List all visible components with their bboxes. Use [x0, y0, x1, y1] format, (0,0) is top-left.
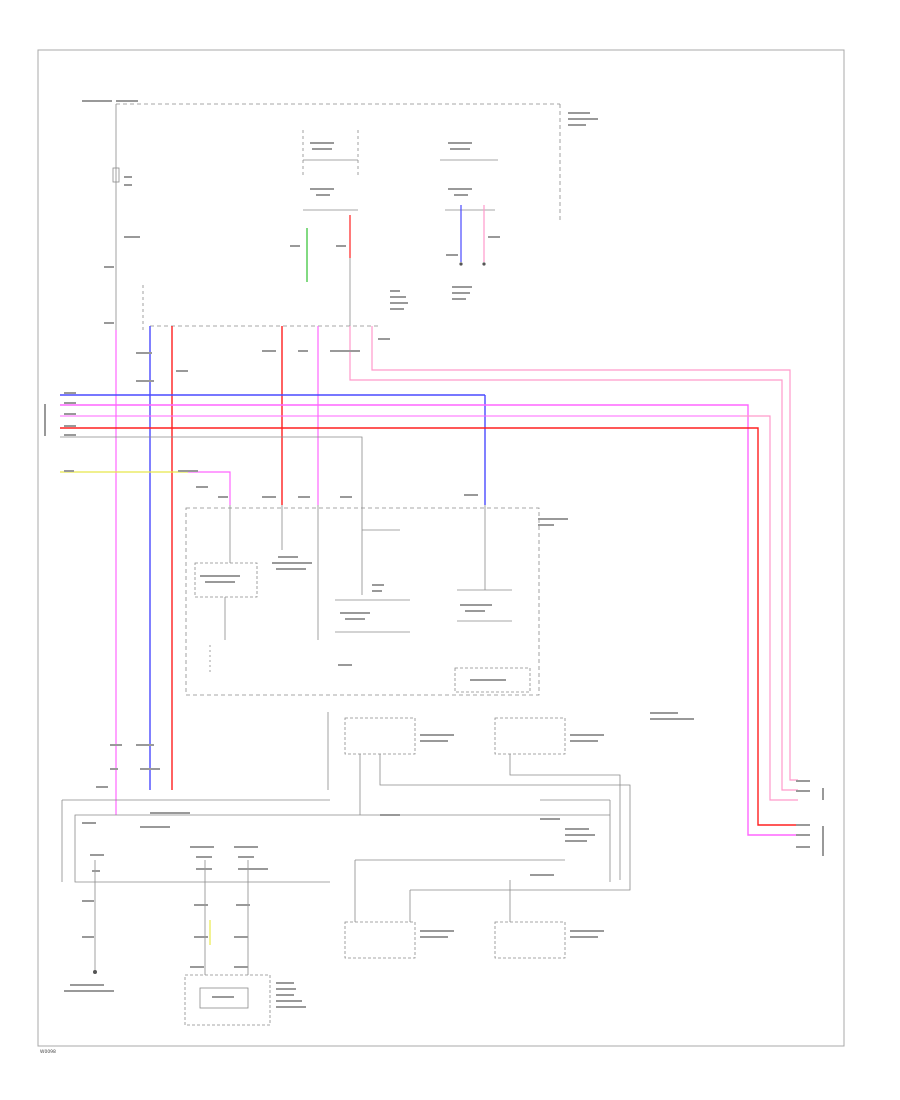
gray-bus [60, 436, 363, 505]
sensor-lower-right [494, 921, 566, 959]
label-marks [44, 100, 824, 1008]
light-pink-route-outer [349, 326, 798, 791]
diagram-frame [37, 49, 845, 1047]
sensor-upper-left [344, 717, 416, 755]
lower-connector-box [74, 814, 330, 883]
pink-wire-to-module [188, 471, 231, 505]
connector-dot-2 [482, 262, 486, 266]
light-pink-to-bus [740, 415, 798, 801]
sensor-box-left [194, 562, 258, 598]
bottom-component-inner [199, 987, 249, 1009]
module-box-dashed [185, 507, 540, 696]
module-inner-box [454, 667, 531, 693]
ground-dot [93, 970, 97, 974]
bottom-component-box [184, 974, 271, 1026]
sensor-wire-3 [509, 754, 621, 880]
footer-code: W0098 [40, 1049, 56, 1055]
sensor-upper-right [494, 717, 566, 755]
light-pink-route-inner [371, 326, 798, 781]
fuse-symbol [112, 167, 120, 183]
connector-dot-1 [459, 262, 463, 266]
sensor-wire-2 [379, 754, 631, 891]
red-bus [60, 427, 798, 826]
sensor-lower-left [344, 921, 416, 959]
pink-bus [60, 404, 798, 836]
